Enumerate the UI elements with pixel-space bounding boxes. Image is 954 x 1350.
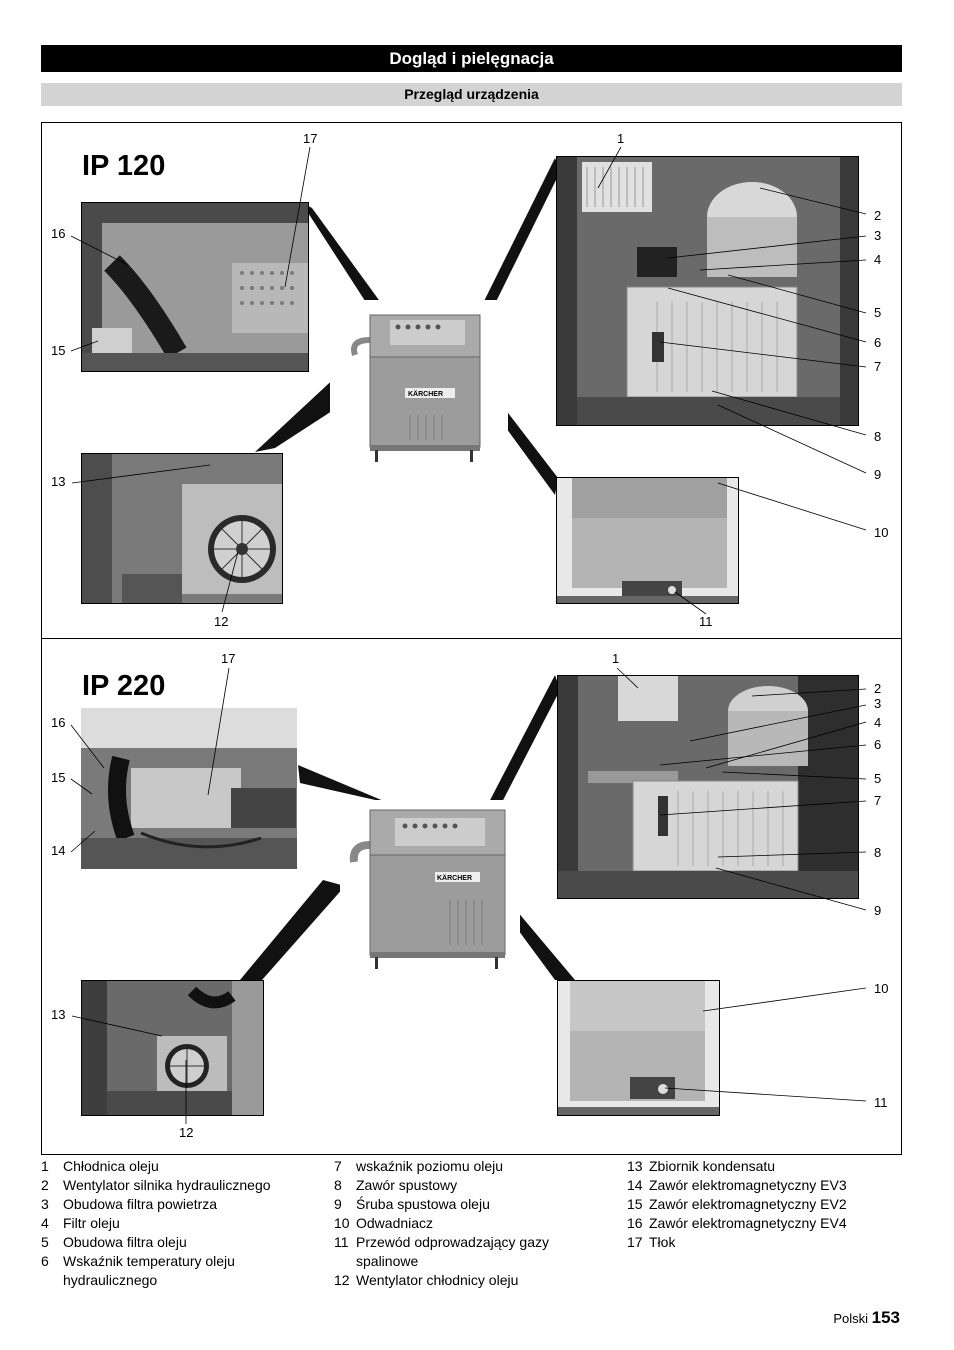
photo-ip220-fan — [81, 980, 264, 1116]
model-label-ip220: IP 220 — [82, 670, 166, 702]
model-label-ip120: IP 120 — [82, 150, 166, 182]
callout-9-ip220: 9 — [874, 903, 882, 918]
callout-5-ip120: 5 — [874, 305, 882, 320]
callout-7-ip120: 7 — [874, 359, 882, 374]
photo-ip120-hydraulic-unit — [556, 156, 859, 426]
callout-3-ip220: 3 — [874, 696, 882, 711]
photo-ip220-valve-compartment — [81, 708, 297, 869]
callout-6-ip220: 6 — [874, 737, 882, 752]
callout-11-ip220: 11 — [874, 1095, 888, 1110]
callout-10-ip120: 10 — [874, 525, 889, 540]
callout-14-ip220: 14 — [51, 843, 66, 858]
callout-15-ip120: 15 — [51, 343, 66, 358]
callout-17-ip120: 17 — [303, 131, 318, 146]
section-title: Dogląd i pielęgnacja — [41, 45, 902, 72]
page-footer: Polski 153 — [833, 1308, 900, 1328]
callout-10-ip220: 10 — [874, 981, 889, 996]
callout-16-ip220: 16 — [51, 715, 66, 730]
callout-8-ip120: 8 — [874, 429, 882, 444]
callout-17-ip220: 17 — [221, 651, 236, 666]
callout-13-ip120: 13 — [51, 474, 66, 489]
subsection-title: Przegląd urządzenia — [41, 83, 902, 106]
callout-4-ip220: 4 — [874, 715, 882, 730]
photo-ip220-machine: KÄRCHER — [340, 800, 520, 975]
callout-2-ip120: 2 — [874, 208, 882, 223]
page-number: 153 — [871, 1308, 900, 1327]
callout-13-ip220: 13 — [51, 1007, 66, 1022]
callout-3-ip120: 3 — [874, 228, 882, 243]
callout-12-ip220: 12 — [179, 1125, 194, 1140]
callout-2-ip220: 2 — [874, 681, 882, 696]
figure-divider — [41, 638, 902, 639]
callout-15-ip220: 15 — [51, 770, 66, 785]
photo-ip120-valve-compartment — [81, 202, 309, 372]
callout-6-ip120: 6 — [874, 335, 882, 350]
photo-ip120-fan — [81, 453, 283, 604]
photo-ip220-hydraulic-unit — [557, 675, 859, 899]
photo-ip120-rear-panel — [556, 477, 739, 604]
callout-4-ip120: 4 — [874, 252, 882, 267]
callout-7-ip220: 7 — [874, 793, 882, 808]
callout-16-ip120: 16 — [51, 226, 66, 241]
photo-ip220-rear-panel — [557, 980, 720, 1116]
callout-12-ip120: 12 — [214, 614, 229, 629]
karcher-logo-ip220: KÄRCHER — [437, 874, 472, 882]
callout-5-ip220: 5 — [874, 771, 882, 786]
callout-8-ip220: 8 — [874, 845, 882, 860]
karcher-logo-ip120: KÄRCHER — [408, 390, 443, 398]
footer-language: Polski — [833, 1311, 868, 1326]
photo-ip120-machine: KÄRCHER — [330, 300, 508, 475]
callout-1-ip220: 1 — [612, 651, 620, 666]
callout-11-ip120: 11 — [699, 614, 713, 629]
callout-1-ip120: 1 — [617, 131, 625, 146]
callout-9-ip120: 9 — [874, 467, 882, 482]
